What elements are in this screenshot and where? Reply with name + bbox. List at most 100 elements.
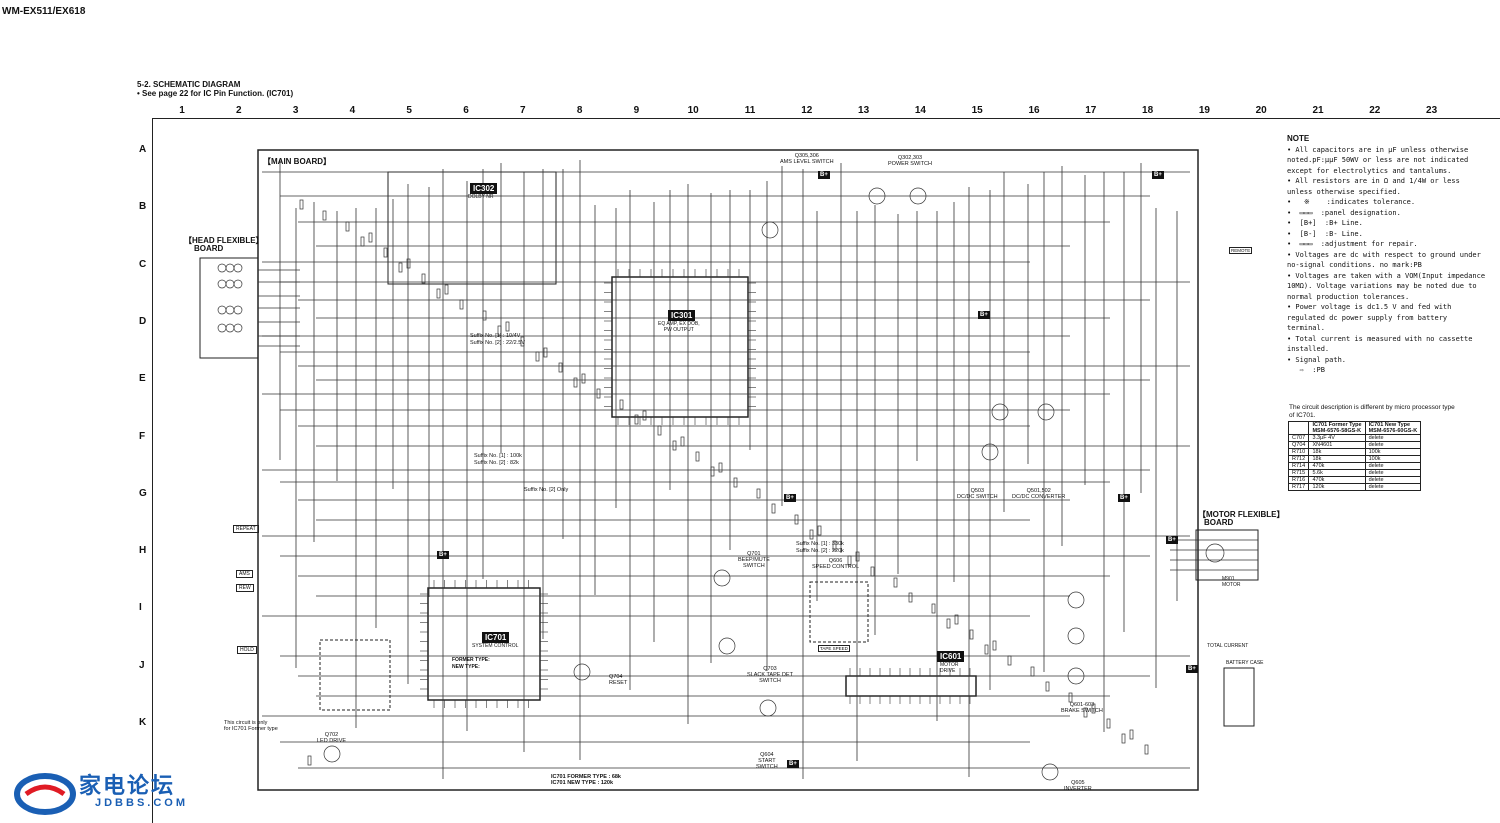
table-cell: 470k bbox=[1308, 476, 1366, 484]
grid-column-number: 12 bbox=[801, 105, 813, 116]
resistor-symbol bbox=[733, 477, 738, 488]
ic301-body bbox=[611, 276, 749, 418]
resistor-symbol bbox=[969, 629, 974, 640]
resistor-symbol bbox=[817, 525, 822, 536]
grid-row-letter: B bbox=[139, 201, 147, 213]
resistor-symbol bbox=[558, 362, 563, 373]
transistor-symbol bbox=[713, 569, 731, 587]
note-item: • [B+] :B+ Line. bbox=[1287, 219, 1363, 227]
resistor-symbol bbox=[832, 540, 837, 551]
resistor-symbol bbox=[672, 440, 677, 451]
table-header-cell: IC701 Former Type MSM-6576-58GS-K bbox=[1308, 421, 1366, 435]
resistor-symbol bbox=[505, 321, 510, 332]
resistor-symbol bbox=[908, 592, 913, 603]
note-item: • Voltages are taken with a VOM(Input im… bbox=[1287, 271, 1490, 301]
table-cell: delete bbox=[1364, 476, 1422, 484]
suffix-note-3: Suffix No. [2] Only bbox=[524, 487, 569, 493]
parts-group bbox=[217, 187, 1225, 781]
grid-column-number: 3 bbox=[292, 105, 299, 116]
head-coil-symbol bbox=[225, 305, 235, 315]
table-cell: delete bbox=[1364, 441, 1422, 449]
note-item: • ▭▭▭ :adjustment for repair. bbox=[1287, 240, 1418, 248]
hold-switch-label: HOLD bbox=[237, 646, 257, 654]
grid-row-letter: A bbox=[139, 144, 147, 155]
ic601-body bbox=[845, 675, 977, 697]
grid-column-number: 4 bbox=[349, 105, 356, 116]
grid-column-number: 8 bbox=[576, 105, 583, 116]
bplus-tag: B+ bbox=[787, 760, 799, 768]
head-coil-symbol bbox=[225, 323, 235, 333]
resistor-symbol bbox=[535, 351, 540, 362]
repeat-key-label: REPEAT bbox=[233, 525, 259, 533]
ic701-types: FORMER TYPE:NEW TYPE: bbox=[452, 657, 490, 670]
head-coil-symbol bbox=[225, 279, 235, 289]
transistor-symbol bbox=[868, 187, 886, 205]
ic302-tag: IC302 bbox=[470, 183, 498, 194]
tape-speed-label: TAPE SPEED bbox=[818, 645, 850, 652]
grid-row-letter: F bbox=[139, 430, 146, 442]
resistor-symbol bbox=[360, 236, 365, 247]
grid-row-letter: J bbox=[139, 659, 145, 671]
resistor-symbol bbox=[497, 325, 502, 336]
former-only-region bbox=[319, 639, 391, 711]
resistor-symbol bbox=[695, 451, 700, 462]
grid-column-number: 14 bbox=[914, 105, 926, 116]
grid-left-border bbox=[152, 118, 153, 823]
grid-column-number: 13 bbox=[858, 105, 870, 116]
main-board-label: 【MAIN BOARD】 bbox=[263, 157, 331, 166]
resistor-symbol bbox=[710, 466, 715, 477]
resistor-symbol bbox=[756, 488, 761, 499]
note-item: • Power voltage is dc1.5 V and fed with … bbox=[1287, 303, 1456, 332]
note-item: • All resistors are in Ω and 1/4W or les… bbox=[1287, 177, 1465, 196]
bplus-tag: B+ bbox=[978, 311, 990, 319]
table-cell: 5.6k bbox=[1308, 469, 1366, 477]
resistor-symbol bbox=[984, 644, 989, 655]
grid-row-letter: G bbox=[139, 487, 147, 499]
jdbbs-logo-icon bbox=[14, 773, 76, 815]
grid-row-letter: C bbox=[139, 258, 147, 270]
resistor-symbol bbox=[1121, 733, 1126, 744]
head-coil-symbol bbox=[233, 323, 243, 333]
ic601-tag: IC601 bbox=[937, 651, 965, 662]
resistor-symbol bbox=[581, 373, 586, 384]
ams-key-label: AMS bbox=[236, 570, 253, 578]
resistor-symbol bbox=[482, 310, 487, 321]
grid-column-number: 20 bbox=[1255, 105, 1267, 116]
resistor-symbol bbox=[421, 273, 426, 284]
resistor-symbol bbox=[1083, 707, 1088, 718]
resistor-symbol bbox=[931, 603, 936, 614]
transistor-symbol bbox=[981, 443, 999, 461]
table-cell: 3.3μF 4V bbox=[1308, 434, 1366, 442]
wire-group bbox=[258, 160, 1258, 779]
table-cell: 100k bbox=[1364, 448, 1422, 456]
model-title: WM-EX511/EX618 bbox=[2, 6, 86, 17]
table-cell: XN4601 bbox=[1308, 441, 1366, 449]
table-cell: C707 bbox=[1287, 434, 1310, 442]
motor-flex-outline bbox=[1195, 529, 1259, 581]
resistor-symbol bbox=[543, 347, 548, 358]
resistor-symbol bbox=[619, 399, 624, 410]
grid-column-number: 21 bbox=[1312, 105, 1324, 116]
grid-column-number: 11 bbox=[744, 105, 756, 116]
resistor-symbol bbox=[870, 566, 875, 577]
resistor-symbol bbox=[398, 262, 403, 273]
resistor-symbol bbox=[680, 436, 685, 447]
table-cell: 18k bbox=[1308, 455, 1366, 463]
resistor-symbol bbox=[1129, 729, 1134, 740]
resistor-symbol bbox=[444, 284, 449, 295]
resistor-symbol bbox=[520, 336, 525, 347]
resistor-symbol bbox=[1091, 703, 1096, 714]
head-coil-symbol bbox=[225, 263, 235, 273]
note-item: • ▭▭▭ :panel designation. bbox=[1287, 208, 1401, 217]
